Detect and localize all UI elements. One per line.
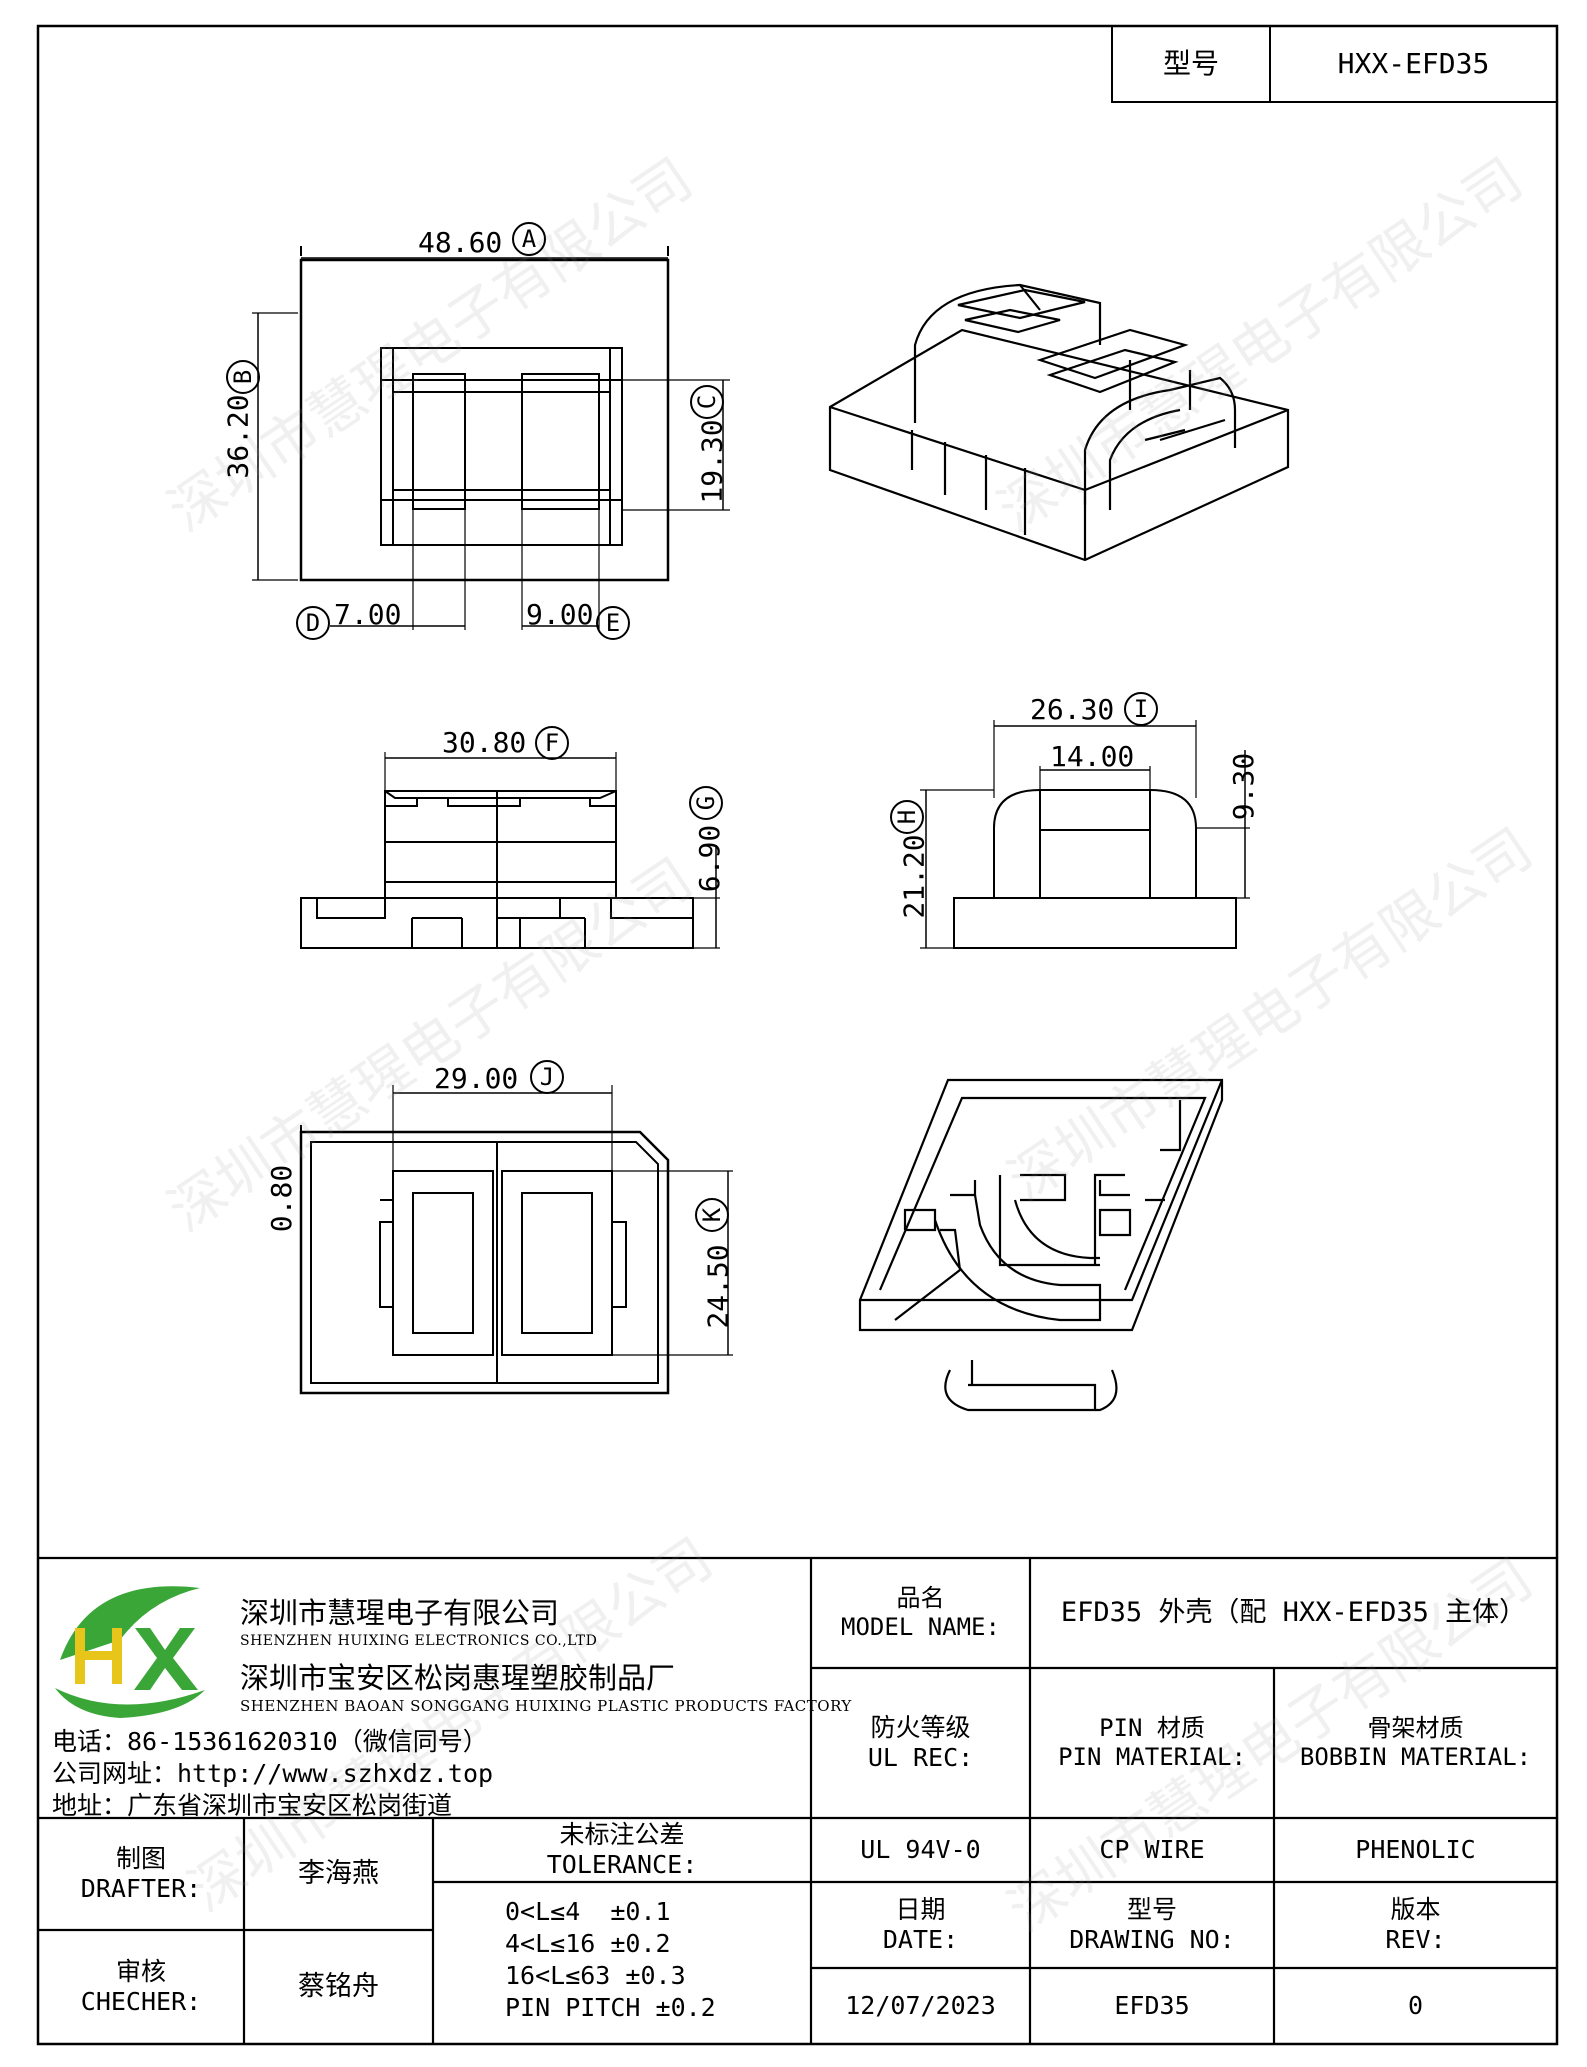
pin-material-label-cn: PIN 材质	[1099, 1714, 1205, 1743]
dim-h-tag: H	[890, 800, 924, 834]
top-view	[252, 246, 730, 630]
dim-a-value: 48.60	[418, 226, 503, 259]
factory-name-en: SHENZHEN BAOAN SONGGANG HUIXING PLASTIC …	[240, 1697, 852, 1715]
dim-f-tag: F	[535, 726, 569, 760]
drafter-label-cn: 制图	[115, 1844, 166, 1873]
tolerance-label-en: TOLERANCE:	[546, 1850, 698, 1879]
checker-label-en: CHECHER:	[80, 1987, 202, 2016]
company-address: 地址：广东省深圳市宝安区松岗街道	[52, 1791, 453, 1820]
dim-c-tag: C	[690, 385, 724, 419]
drafter-label: 制图 DRAFTER:	[38, 1818, 244, 1930]
ul-rec-label: 防火等级 UL REC:	[811, 1668, 1030, 1818]
dim-j-value: 29.00	[434, 1062, 519, 1095]
drawing-no-value: EFD35	[1114, 1991, 1190, 2020]
header-model-label: 型号	[1162, 47, 1219, 81]
ul-rec-value: UL 94V-0	[860, 1835, 981, 1864]
bottom-view	[299, 1085, 733, 1395]
drawing-no-label: 型号 DRAWING NO:	[1030, 1882, 1274, 1968]
dim-k-tag: K	[695, 1198, 729, 1232]
company-name-en: SHENZHEN HUIXING ELECTRONICS CO.,LTD	[240, 1633, 598, 1649]
bobbin-material-label-en: BOBBIN MATERIAL:	[1299, 1743, 1532, 1771]
date-value: 12/07/2023	[845, 1991, 996, 2020]
dim-e-value: 9.00	[526, 598, 594, 631]
drawing-no-label-en: DRAWING NO:	[1069, 1925, 1235, 1954]
header-model-box	[1111, 25, 1558, 103]
tolerance-line-4: PIN PITCH ±0.2	[505, 1993, 716, 2022]
pin-material-value: CP WIRE	[1099, 1835, 1205, 1864]
drawing-no-label-cn: 型号	[1126, 1895, 1177, 1924]
iso-view-bottom	[858, 1078, 1224, 1412]
rev-label: 版本 REV:	[1274, 1882, 1557, 1968]
dim-h-value: 21.20	[897, 834, 931, 919]
dim-g-value: 6.90	[693, 824, 727, 893]
bobbin-material-label-cn: 骨架材质	[1367, 1714, 1464, 1743]
tolerance-label-cn: 未标注公差	[559, 1820, 685, 1849]
rev-label-cn: 版本	[1390, 1895, 1441, 1924]
dim-d-tag: D	[296, 606, 330, 640]
dim-f-value: 30.80	[442, 726, 527, 759]
company-phone: 电话：86-15361620310（微信同号）	[52, 1727, 488, 1756]
tolerance-label: 未标注公差 TOLERANCE:	[433, 1818, 811, 1882]
tolerance-line-2: 4<L≤16 ±0.2	[505, 1929, 671, 1958]
rev-label-en: REV:	[1385, 1925, 1446, 1954]
checker-label: 审核 CHECHER:	[38, 1930, 244, 2044]
bobbin-material-value: PHENOLIC	[1355, 1835, 1476, 1864]
date-label-en: DATE:	[882, 1925, 959, 1954]
model-name-label-cn: 品名	[896, 1584, 945, 1613]
dim-i-value: 26.30	[1030, 693, 1115, 726]
title-block-grid	[38, 1556, 1557, 2044]
dim-a-tag: A	[512, 222, 546, 256]
date-label: 日期 DATE:	[811, 1882, 1030, 1968]
company-website: 公司网址：http://www.szhxdz.top	[52, 1759, 494, 1788]
company-logo	[55, 1586, 205, 1718]
pin-material-label: PIN 材质 PIN MATERIAL:	[1030, 1668, 1274, 1818]
dim-080-value: 0.80	[265, 1164, 299, 1233]
model-name-label: 品名 MODEL NAME:	[811, 1558, 1030, 1668]
sheet-border	[36, 24, 1559, 2046]
bobbin-material-label: 骨架材质 BOBBIN MATERIAL:	[1274, 1668, 1557, 1818]
drafter-name: 李海燕	[298, 1857, 379, 1889]
date-label-cn: 日期	[895, 1895, 946, 1924]
dim-e-tag: E	[596, 606, 630, 640]
drafter-label-en: DRAFTER:	[80, 1874, 202, 1903]
side-view	[920, 720, 1250, 949]
model-name-label-en: MODEL NAME:	[841, 1613, 1000, 1641]
company-name-cn: 深圳市慧瑆电子有限公司	[240, 1596, 560, 1630]
dim-g-tag: G	[689, 786, 723, 820]
dim-b-tag: B	[226, 360, 260, 394]
checker-name: 蔡铭舟	[298, 1970, 379, 2002]
ul-rec-label-en: UL REC:	[867, 1743, 974, 1772]
dim-b-value: 36.20	[221, 394, 255, 479]
tolerance-line-1: 0<L≤4 ±0.1	[505, 1897, 671, 1926]
dim-j-tag: J	[530, 1060, 564, 1094]
dim-930-value: 9.30	[1227, 752, 1261, 821]
dim-c-value: 19.30	[695, 419, 729, 504]
pin-material-label-en: PIN MATERIAL:	[1058, 1743, 1246, 1771]
factory-name-cn: 深圳市宝安区松岗惠瑆塑胶制品厂	[240, 1661, 676, 1695]
iso-view-top	[828, 283, 1290, 562]
ul-rec-label-cn: 防火等级	[870, 1713, 971, 1742]
dim-14-value: 14.00	[1050, 740, 1135, 773]
rev-value: 0	[1407, 1991, 1424, 2020]
header-model-value: HXX-EFD35	[1337, 47, 1490, 81]
front-view	[300, 752, 720, 949]
model-name-value: EFD35 外壳（配 HXX-EFD35 主体）	[1060, 1596, 1527, 1628]
dim-i-tag: I	[1124, 692, 1158, 726]
dim-d-value: 7.00	[334, 598, 402, 631]
dim-k-value: 24.50	[701, 1244, 735, 1329]
tolerance-line-3: 16<L≤63 ±0.3	[505, 1961, 686, 1990]
checker-label-cn: 审核	[115, 1957, 166, 1986]
